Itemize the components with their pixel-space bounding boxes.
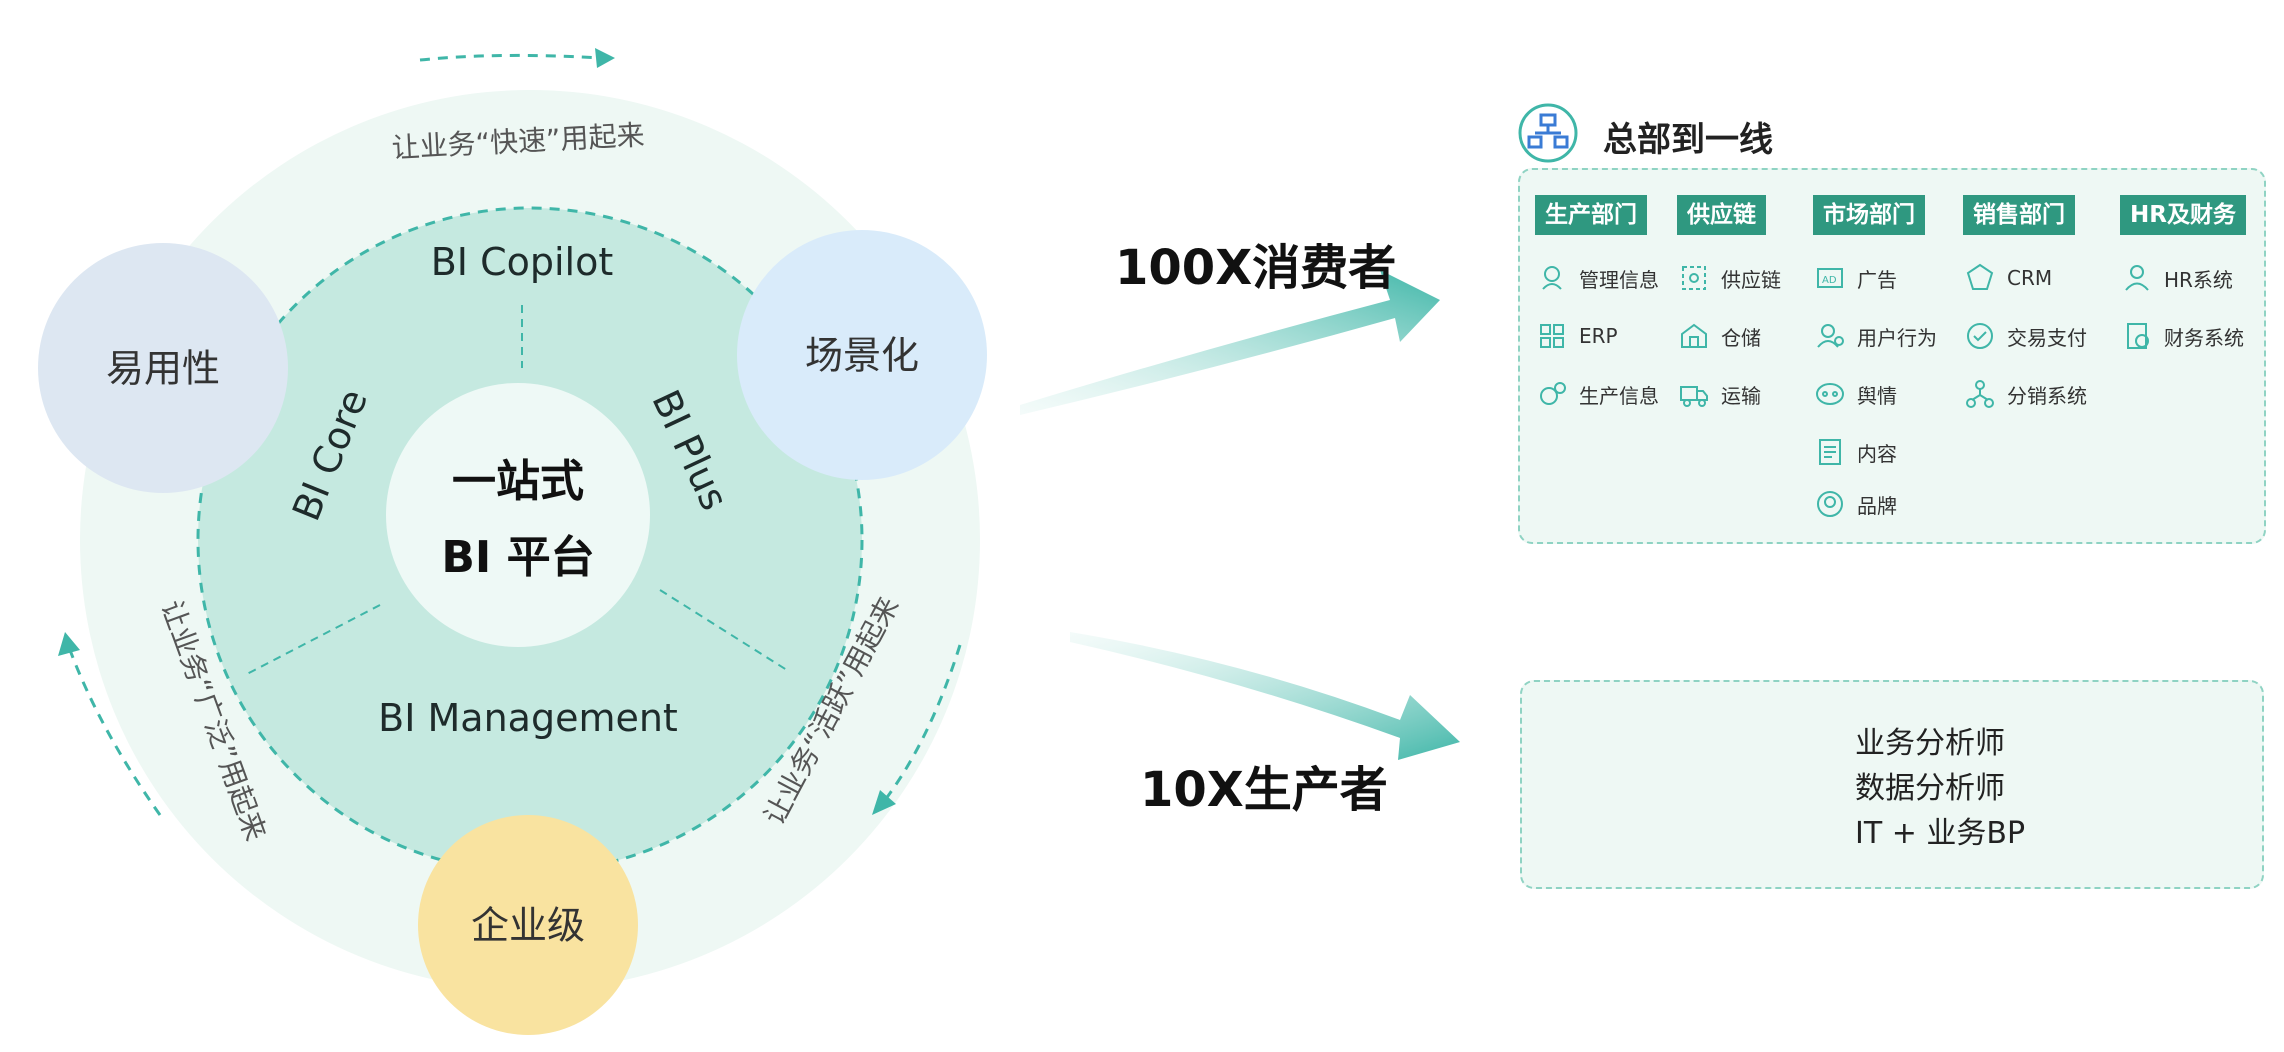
erp-icon	[1535, 319, 1569, 353]
department-item-label: 广告	[1857, 267, 1897, 292]
arrow-left-head	[58, 632, 80, 656]
production-icon	[1535, 377, 1569, 411]
hub-scenario-circle	[737, 230, 987, 480]
finance-icon	[2120, 319, 2154, 353]
department-item: 用户行为	[1813, 316, 1937, 356]
arrow-right-head	[872, 790, 896, 815]
department-item-label: 供应链	[1721, 267, 1781, 292]
arrow-left	[68, 649, 162, 816]
ring-label-management: BI Management	[378, 696, 678, 740]
arrow-right	[883, 644, 962, 801]
department-item: 内容	[1813, 432, 1897, 472]
department-item: 供应链	[1677, 258, 1781, 298]
hub-ease-of-use-circle	[38, 243, 288, 493]
department-item-label: ERP	[1579, 324, 1618, 348]
arrow-top	[419, 53, 601, 62]
org-chart-icon	[1527, 113, 1569, 149]
center-circle	[386, 383, 650, 647]
divider-left	[244, 604, 381, 676]
department-item: 仓储	[1677, 316, 1761, 356]
department-header: 生产部门	[1535, 195, 1647, 235]
consumer-flow-arrow	[1020, 270, 1440, 415]
management-icon	[1535, 261, 1569, 295]
department-item-label: 仓储	[1721, 325, 1761, 350]
department-item: HR系统	[2120, 258, 2233, 298]
department-item-label: HR系统	[2164, 267, 2233, 292]
crm-icon	[1963, 261, 1997, 295]
department-item: 管理信息	[1535, 258, 1659, 298]
department-item: 财务系统	[2120, 316, 2244, 356]
user-behavior-icon	[1813, 319, 1847, 353]
ad-icon: AD	[1813, 261, 1847, 295]
department-item-label: CRM	[2007, 266, 2053, 290]
center-title-line1: 一站式	[452, 456, 584, 507]
org-chart-icon-circle	[1518, 103, 1578, 163]
svg-text:AD: AD	[1822, 275, 1837, 286]
department-item-label: 财务系统	[2164, 325, 2244, 350]
consumers-label: 100X消费者	[1115, 240, 1397, 296]
department-item-label: 分销系统	[2007, 383, 2087, 408]
department-item: 运输	[1677, 374, 1761, 414]
arrow-top-head	[595, 48, 615, 68]
department-item: ERP	[1535, 316, 1618, 356]
department-header: 销售部门	[1963, 195, 2075, 235]
distribution-icon	[1963, 377, 1997, 411]
department-item-label: 运输	[1721, 383, 1761, 408]
content-icon	[1813, 435, 1847, 469]
department-item-label: 生产信息	[1579, 383, 1659, 408]
hub-enterprise-circle	[418, 815, 638, 1035]
brand-icon	[1813, 487, 1847, 521]
department-header: 供应链	[1677, 195, 1766, 235]
producers-panel	[1520, 680, 2264, 889]
department-item: CRM	[1963, 258, 2052, 298]
department-item-label: 品牌	[1857, 493, 1897, 518]
hub-enterprise: 企业级	[470, 903, 586, 948]
hr-icon	[2120, 261, 2154, 295]
department-item-label: 管理信息	[1579, 267, 1659, 292]
truck-icon	[1677, 377, 1711, 411]
department-header: HR及财务	[2120, 195, 2246, 235]
producers-label: 10X生产者	[1140, 762, 1388, 818]
role-item: IT + 业务BP	[1855, 816, 2026, 851]
department-item: 分销系统	[1963, 374, 2087, 414]
center-title-line2: BI 平台	[441, 532, 595, 583]
department-item: AD 广告	[1813, 258, 1897, 298]
role-item: 数据分析师	[1855, 771, 2005, 806]
department-item: 生产信息	[1535, 374, 1659, 414]
hub-scenario: 场景化	[804, 333, 920, 378]
department-item-label: 用户行为	[1857, 325, 1937, 350]
producer-flow-arrow	[1070, 632, 1460, 760]
supply-chain-icon	[1677, 261, 1711, 295]
payment-icon	[1963, 319, 1997, 353]
department-item-label: 内容	[1857, 441, 1897, 466]
department-item-label: 交易支付	[2007, 325, 2087, 350]
hq-title: 总部到一线	[1603, 120, 1773, 160]
hub-ease-of-use: 易用性	[105, 346, 221, 391]
department-item: 品牌	[1813, 484, 1897, 524]
department-header: 市场部门	[1813, 195, 1925, 235]
divider-right	[659, 589, 791, 673]
department-item-label: 舆情	[1857, 383, 1897, 408]
role-item: 业务分析师	[1855, 726, 2005, 761]
public-opinion-icon	[1813, 377, 1847, 411]
warehouse-icon	[1677, 319, 1711, 353]
ring-label-copilot: BI Copilot	[430, 240, 614, 284]
department-item: 舆情	[1813, 374, 1897, 414]
department-item: 交易支付	[1963, 316, 2087, 356]
